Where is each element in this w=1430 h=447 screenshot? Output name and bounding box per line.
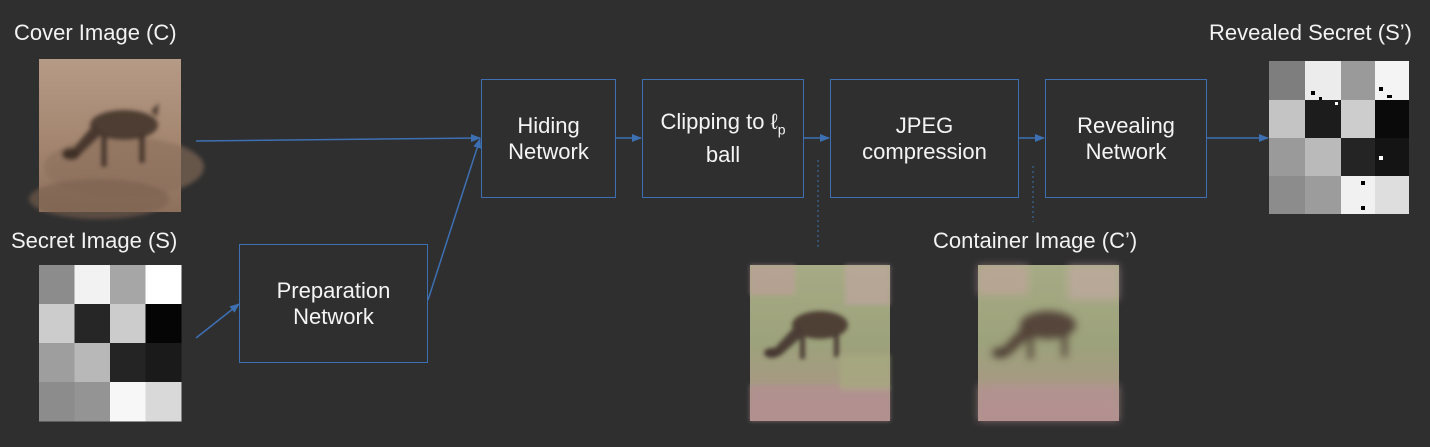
secret-grid-cell xyxy=(39,343,75,383)
arrow-preparation-to-hiding xyxy=(427,138,482,301)
preparation-network-label-1: Preparation xyxy=(276,277,391,303)
hiding-network-label-1: Hiding xyxy=(517,112,580,138)
revealing-network-label-2: Network xyxy=(1085,138,1167,164)
cover-image-caption: Cover Image (C) xyxy=(14,20,177,45)
preparation-network-label-2: Network xyxy=(293,303,374,329)
container-image-before-jpeg xyxy=(750,265,890,421)
secret-grid-cell xyxy=(110,382,146,422)
secret-grid-cell xyxy=(145,382,182,422)
arrow-secret-to-preparation xyxy=(195,303,240,339)
secret-grid-cell xyxy=(39,265,75,305)
secret-grid-cell xyxy=(145,304,182,344)
secret-grid-cell xyxy=(74,265,111,305)
jpeg-label-2: compression xyxy=(862,138,987,164)
secret-grid-cell xyxy=(39,382,75,422)
hiding-network-box: Hiding Network xyxy=(481,79,616,198)
revealing-network-box: Revealing Network xyxy=(1045,79,1207,198)
secret-grid-cell xyxy=(74,382,111,422)
lp-symbol: ℓ xyxy=(770,108,778,134)
secret-grid-cell xyxy=(110,304,146,344)
secret-grid-cell xyxy=(74,304,111,344)
lp-subscript: p xyxy=(777,121,786,138)
secret-grid-cell xyxy=(145,265,182,305)
container-image-caption: Container Image (C’) xyxy=(933,228,1138,253)
revealed-secret-image xyxy=(1269,61,1409,214)
secret-grid-cell xyxy=(145,343,182,383)
revealed-secret-caption: Revealed Secret (S’) xyxy=(1209,20,1412,45)
clipping-label-2: ball xyxy=(705,142,741,168)
clipping-box: Clipping to ℓp ball xyxy=(642,79,804,198)
clipping-label-1: Clipping to ℓp xyxy=(661,109,786,142)
jpeg-label-1: JPEG xyxy=(895,112,954,138)
secret-image xyxy=(39,265,182,422)
secret-grid-cell xyxy=(74,343,111,383)
arrow-cover-to-hiding xyxy=(195,134,481,143)
cover-image xyxy=(29,59,204,219)
jpeg-compression-box: JPEG compression xyxy=(830,79,1019,198)
secret-grid-cell xyxy=(110,343,146,383)
container-image-after-jpeg xyxy=(978,265,1119,421)
secret-image-caption: Secret Image (S) xyxy=(11,228,178,253)
hiding-network-label-2: Network xyxy=(508,138,589,164)
preparation-network-box: Preparation Network xyxy=(239,244,428,363)
revealing-network-label-1: Revealing xyxy=(1077,112,1175,138)
secret-grid-cell xyxy=(39,304,75,344)
clipping-label-prefix: Clipping to xyxy=(660,108,771,134)
secret-grid-cell xyxy=(110,265,146,305)
